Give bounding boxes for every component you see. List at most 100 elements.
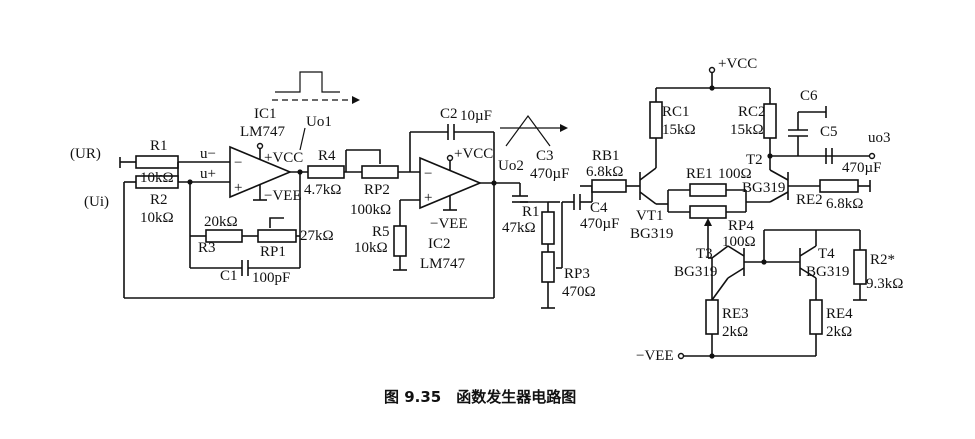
label-re2-val: 6.8kΩ (826, 196, 863, 212)
label-c2-val: 10µF (460, 108, 492, 124)
ic2-minus-sign: − (424, 166, 432, 182)
junction (709, 85, 715, 91)
label-ic2: IC2 (428, 236, 451, 252)
label-c5: C5 (820, 124, 838, 140)
label-rp4: RP4 (728, 218, 754, 234)
label-vt1: VT1 (636, 208, 664, 224)
potentiometer-rp4 (689, 205, 727, 219)
label-c1: C1 (220, 268, 238, 284)
figure-caption: 图 9.35 函数发生器电路图 (384, 388, 576, 406)
label-c2: C2 (440, 106, 458, 122)
label-rp3: RP3 (564, 266, 590, 282)
label-c3-val: 470µF (530, 166, 570, 182)
label-rc2: RC2 (738, 104, 766, 120)
label-t4: T4 (818, 246, 835, 262)
wiper-arrow (704, 218, 712, 226)
label-re4-val: 2kΩ (826, 324, 852, 340)
label-c5-val: 470µF (842, 160, 882, 176)
label-rc2-val: 15kΩ (730, 122, 764, 138)
label-r1-val: 10kΩ (140, 170, 174, 186)
label-c3: C3 (536, 148, 554, 164)
label-r1: R1 (150, 138, 168, 154)
terminal (708, 66, 716, 74)
leader-line (299, 127, 306, 151)
ic1-minus-sign: − (234, 155, 242, 171)
label-t3: T3 (696, 246, 713, 262)
label-vt1-type: BG319 (630, 226, 673, 242)
label-rp4-val: 100Ω (722, 234, 756, 250)
terminal-vee (677, 352, 685, 360)
label-re2: RE2 (796, 192, 823, 208)
ic2-plus-sign: + (424, 190, 432, 206)
t3-collector (727, 245, 745, 257)
label-re3-val: 2kΩ (722, 324, 748, 340)
resistor-re3 (705, 299, 719, 335)
resistor-re4 (809, 299, 823, 335)
label-u-plus: u+ (200, 166, 216, 182)
junction (761, 259, 767, 265)
vt1-collector (639, 167, 657, 181)
label-u-minus: u− (200, 146, 216, 162)
label-rp1-val: 27kΩ (300, 228, 334, 244)
label-re1-val: 100Ω (718, 166, 752, 182)
label-ic2-type: LM747 (420, 256, 466, 272)
label-uo3: uo3 (868, 130, 891, 146)
label-r4-val: 4.7kΩ (304, 182, 341, 198)
potentiometer-rp1 (257, 229, 297, 243)
label-vcc2: +VCC (454, 146, 493, 162)
label-r3: R3 (198, 240, 216, 256)
label-c4: C4 (590, 200, 608, 216)
label-t3-type: BG319 (674, 264, 717, 280)
resistor-rc1 (649, 101, 663, 139)
label-c6: C6 (800, 88, 818, 104)
label-rp2-val: 100kΩ (350, 202, 391, 218)
label-vcc3: +VCC (718, 56, 757, 72)
t4-emitter (799, 267, 817, 279)
arrow-icon (352, 96, 360, 104)
label-rb1: RB1 (592, 148, 620, 164)
terminal (256, 142, 264, 150)
resistor-r2-star (853, 249, 867, 285)
label-r2: R2 (150, 192, 168, 208)
wire (711, 277, 729, 301)
label-c1-val: 100pF (252, 270, 290, 286)
label-t2: T2 (746, 152, 763, 168)
label-rp2: RP2 (364, 182, 390, 198)
potentiometer-rp2 (361, 165, 399, 179)
resistor-rc2 (763, 103, 777, 139)
label-ui: (Ui) (84, 194, 109, 210)
label-re1: RE1 (686, 166, 713, 182)
label-vee2: −VEE (430, 216, 468, 232)
label-ic1-type: LM747 (240, 124, 286, 140)
label-r4: R4 (318, 148, 336, 164)
arrow-icon (560, 124, 568, 132)
ic1-plus-sign: + (234, 180, 242, 196)
triangle-wave-icon (505, 114, 551, 147)
label-r5: R5 (372, 224, 390, 240)
wire (711, 245, 729, 259)
terminal (446, 154, 454, 162)
label-rp3-val: 470Ω (562, 284, 596, 300)
t3-emitter (727, 267, 745, 279)
label-re3: RE3 (722, 306, 749, 322)
potentiometer-rp3 (541, 251, 555, 283)
resistor-re2 (819, 179, 859, 193)
label-ur: (UR) (70, 146, 101, 162)
resistor-r1 (135, 155, 179, 169)
label-rc1-val: 15kΩ (662, 122, 696, 138)
t4-collector (799, 245, 817, 257)
label-c4-val: 470µF (580, 216, 620, 232)
resistor-r1-47k (541, 211, 555, 245)
terminal-uo3 (868, 152, 876, 160)
resistor-re1 (689, 183, 727, 197)
junction (709, 353, 715, 359)
label-rc1: RC1 (662, 104, 690, 120)
label-ic1: IC1 (254, 106, 277, 122)
t2-collector (769, 169, 789, 181)
wiper (269, 217, 284, 228)
label-r1b-val: 47kΩ (502, 220, 536, 236)
label-uo1: Uo1 (306, 114, 332, 130)
resistor-r4 (307, 165, 345, 179)
